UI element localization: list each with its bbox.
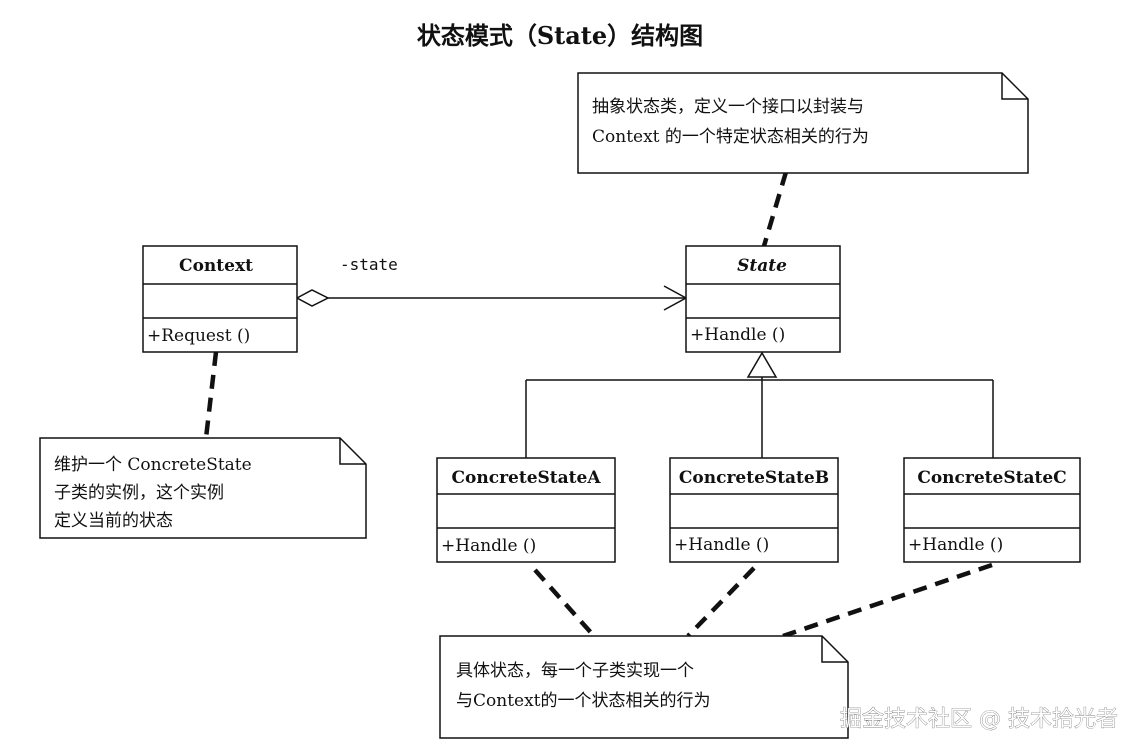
class-concrete-state-b-operation: +Handle () <box>674 535 769 555</box>
class-state-name: State <box>737 256 787 276</box>
context-note-anchor <box>203 351 219 439</box>
class-context-name: Context <box>179 256 253 276</box>
association-role-label: -state <box>340 255 398 274</box>
concrete-note-line-2: 与Context的一个状态相关的行为 <box>456 691 711 711</box>
class-concrete-state-a-operation: +Handle () <box>441 536 536 556</box>
class-concrete-state-c-name: ConcreteStateC <box>917 468 1066 488</box>
class-concrete-state-a-name: ConcreteStateA <box>451 468 601 488</box>
aggregation-diamond <box>295 289 330 307</box>
class-concrete-state-c-operation: +Handle () <box>908 535 1003 555</box>
state-note-anchor <box>761 171 789 247</box>
concrete-note-line-1: 具体状态，每一个子类实现一个 <box>456 661 694 681</box>
class-concrete-state-b-name: ConcreteStateB <box>679 468 829 488</box>
generalization-tree <box>525 351 994 460</box>
concrete-a-note-anchor <box>533 568 596 638</box>
state-note: 抽象状态类，定义一个接口以封装与 Context 的一个特定状态相关的行为 <box>577 72 1029 174</box>
context-note: 维护一个 ConcreteState 子类的实例，这个实例 定义当前的状态 <box>39 437 367 539</box>
class-context: Context +Request () <box>142 245 298 353</box>
class-concrete-state-c: ConcreteStateC +Handle () <box>903 457 1081 563</box>
context-note-line-3: 定义当前的状态 <box>54 511 173 531</box>
context-note-line-2: 子类的实例，这个实例 <box>54 483 224 503</box>
concrete-c-note-anchor <box>782 562 993 639</box>
class-state: State +Handle () <box>685 245 841 353</box>
inheritance-triangle <box>746 351 778 378</box>
class-concrete-state-a: ConcreteStateA +Handle () <box>436 457 616 563</box>
class-concrete-state-b: ConcreteStateB +Handle () <box>669 457 839 563</box>
state-note-line-1: 抽象状态类，定义一个接口以封装与 <box>592 97 864 117</box>
watermark: 掘金技术社区 @ 技术拾光者 <box>840 707 1118 732</box>
class-state-operation: +Handle () <box>690 325 785 345</box>
state-note-line-2: Context 的一个特定状态相关的行为 <box>592 127 869 147</box>
concrete-b-note-anchor <box>686 566 756 638</box>
class-context-operation: +Request () <box>147 326 250 346</box>
concrete-note: 具体状态，每一个子类实现一个 与Context的一个状态相关的行为 <box>439 635 849 739</box>
context-note-line-1: 维护一个 ConcreteState <box>54 455 252 475</box>
association-context-state: -state <box>295 255 688 311</box>
diagram-title: 状态模式（State）结构图 <box>417 21 703 50</box>
